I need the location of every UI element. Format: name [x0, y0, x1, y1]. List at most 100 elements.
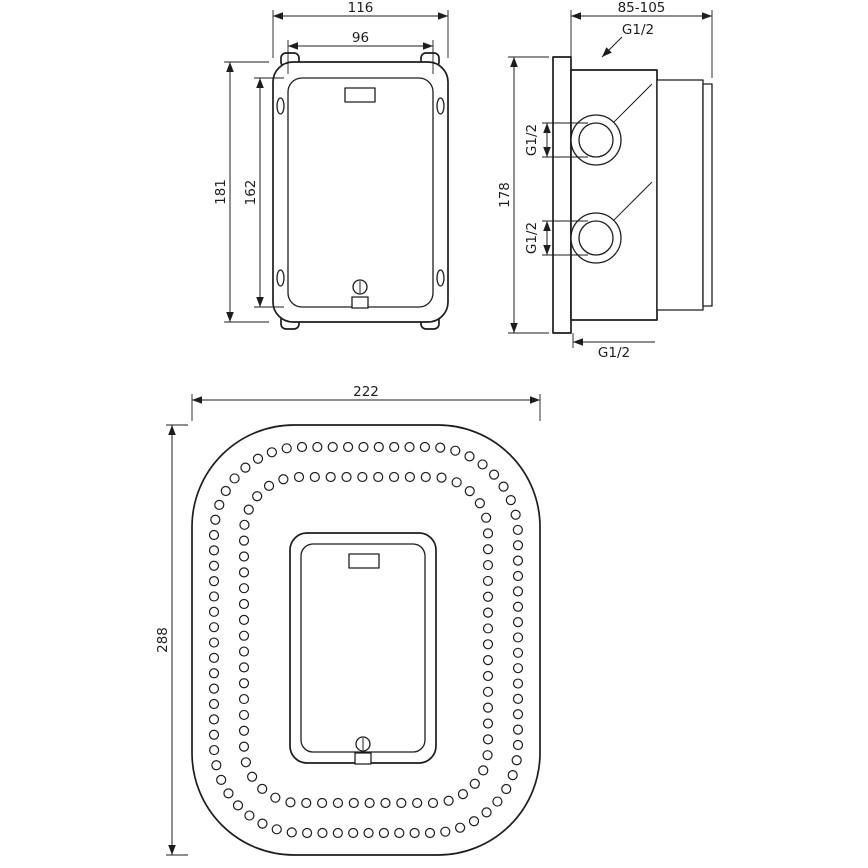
dim-label-height: 178: [497, 182, 513, 208]
dim-label-plate-height: 288: [155, 627, 171, 653]
side-flange: [552, 56, 572, 334]
perforation-hole: [477, 459, 488, 470]
perforation-hole: [363, 827, 374, 839]
perforation-hole: [364, 797, 375, 809]
perforation-hole: [238, 693, 250, 705]
perforation-hole: [436, 472, 447, 483]
perforation-hole: [309, 471, 320, 483]
front-inner-opening: [287, 77, 434, 308]
perforation-hole: [357, 471, 368, 483]
perforation-hole: [208, 652, 220, 664]
side-sleeve: [656, 79, 704, 311]
perforation-hole: [404, 471, 415, 483]
perforation-hole: [270, 792, 281, 803]
perforation-hole: [208, 698, 220, 710]
perforation-hole: [208, 729, 220, 740]
perforation-hole: [257, 783, 268, 795]
front-bottom-notch: [351, 296, 369, 309]
perforation-hole: [238, 741, 250, 752]
perforation-hole: [388, 471, 400, 483]
perforation-hole: [327, 441, 338, 453]
perforation-hole: [238, 567, 250, 578]
perforation-hole: [286, 827, 297, 838]
front-slot-top-left: [276, 97, 285, 115]
perforation-hole: [482, 750, 493, 761]
perforation-hole: [482, 702, 494, 713]
plate-top-notch: [348, 553, 380, 569]
side-dim-height: 178: [497, 56, 549, 334]
perforation-hole: [482, 575, 494, 587]
perforation-hole: [312, 441, 323, 453]
perforation-hole: [474, 498, 485, 509]
side-view: 85-105 G1/2 G1/2 G1/2 178: [497, 0, 713, 361]
front-slot-bottom-left: [276, 269, 285, 287]
side-port-bottom-callout: G1/2: [572, 333, 655, 361]
port-lower-label: G1/2: [524, 222, 540, 254]
outer-perforation-ring: [208, 441, 524, 839]
perforation-hole: [348, 827, 359, 839]
dim-label-outer-width: 116: [348, 0, 374, 16]
perforation-hole: [455, 822, 466, 833]
perforation-hole: [210, 514, 221, 525]
side-endcap: [702, 83, 713, 307]
perforation-hole: [238, 551, 250, 562]
perforation-hole: [220, 485, 231, 497]
plate-bottom-notch: [354, 752, 372, 765]
leader-line: [601, 36, 623, 58]
perforation-hole: [302, 827, 313, 839]
perforation-hole: [232, 800, 244, 811]
dim-label-depth: 85-105: [618, 0, 666, 16]
perforation-hole: [208, 560, 220, 571]
perforation-hole: [348, 797, 359, 809]
perforation-hole: [482, 734, 494, 745]
perforation-hole: [469, 778, 480, 789]
perforation-hole: [229, 473, 240, 484]
perforation-hole: [380, 797, 391, 809]
perforation-hole: [450, 445, 461, 456]
perforation-hole: [211, 760, 222, 771]
perforation-hole: [238, 535, 250, 546]
perforation-hole: [482, 623, 494, 634]
perforation-hole: [342, 441, 354, 453]
perforation-hole: [440, 826, 451, 837]
perforation-hole: [214, 499, 225, 510]
perforation-hole: [427, 797, 439, 809]
perforation-hole: [238, 678, 250, 689]
perforation-hole: [512, 663, 524, 674]
port-upper-label: G1/2: [524, 124, 540, 156]
perforation-hole: [332, 827, 343, 839]
perforation-hole: [464, 451, 475, 462]
dim-label-inner-height: 162: [243, 180, 259, 206]
perforation-hole: [252, 453, 264, 464]
perforation-hole: [512, 693, 524, 705]
perforation-hole: [512, 739, 524, 751]
perforation-hole: [317, 827, 328, 839]
perforation-hole: [238, 709, 250, 721]
perforation-hole: [296, 441, 308, 453]
side-port-lower-callout: G1/2: [524, 220, 588, 256]
perforation-hole: [482, 686, 494, 697]
perforation-hole: [443, 795, 454, 806]
side-port-lower-inner: [578, 220, 614, 256]
front-view: 116 96 181 162: [213, 0, 449, 330]
front-dim-outer-width: 116: [272, 0, 449, 58]
perforation-hole: [424, 827, 436, 839]
perforation-hole: [208, 637, 220, 648]
side-dim-depth: 85-105: [570, 0, 713, 78]
perforation-hole: [482, 607, 494, 618]
perforation-hole: [238, 598, 250, 610]
perforation-hole: [208, 591, 220, 602]
perforation-hole: [208, 575, 220, 587]
perforation-hole: [238, 630, 250, 641]
perforation-hole: [478, 765, 489, 776]
perforation-hole: [208, 606, 220, 617]
perforation-hole: [257, 818, 268, 829]
perforation-hole: [266, 447, 277, 458]
perforation-hole: [481, 807, 492, 818]
perforation-hole: [332, 797, 344, 809]
perforation-hole: [238, 614, 250, 625]
perforation-hole: [512, 601, 524, 612]
perforation-hole: [512, 724, 524, 735]
perforation-hole: [511, 755, 522, 766]
